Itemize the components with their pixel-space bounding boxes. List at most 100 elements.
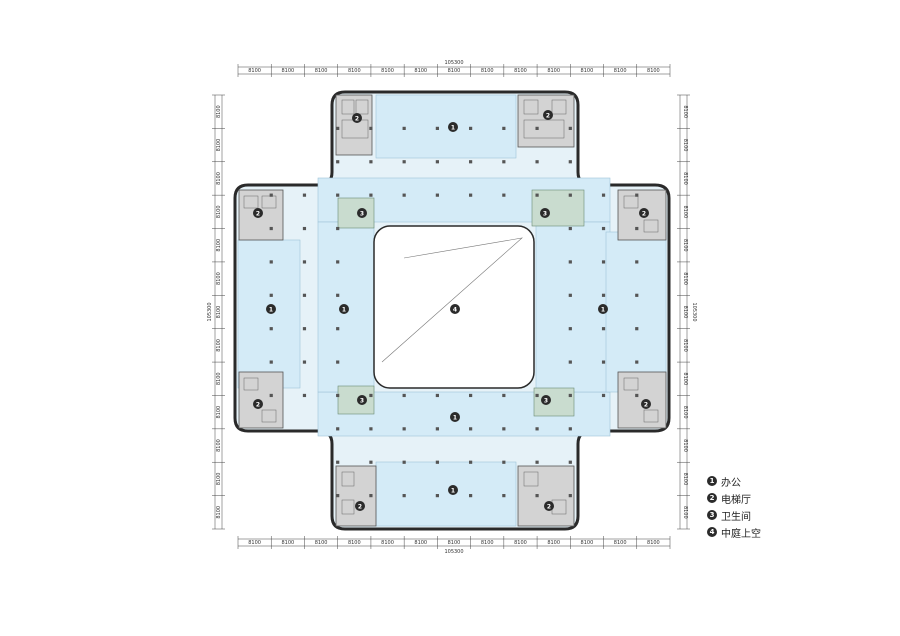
office-north <box>375 94 517 159</box>
svg-text:2: 2 <box>256 402 260 409</box>
column <box>601 360 606 364</box>
column <box>502 193 506 197</box>
atrium-bridge-line <box>381 237 523 363</box>
column <box>502 494 506 498</box>
marker-elevator: 2 <box>544 501 554 511</box>
column <box>469 126 473 130</box>
bay-dimension-label: 8100 <box>614 68 627 74</box>
column <box>568 327 572 331</box>
column <box>402 460 406 464</box>
bay-dimension-label: 8100 <box>315 68 328 74</box>
column <box>269 360 273 364</box>
column <box>535 494 539 498</box>
bay-dimension-label: 8100 <box>682 406 688 419</box>
marker-toilet: 3 <box>357 208 367 218</box>
legend-item: 1 办公 <box>707 474 761 489</box>
bay-dimension-label: 8100 <box>682 439 688 452</box>
column <box>601 260 606 264</box>
marker-toilet: 3 <box>540 208 550 218</box>
overall-dim-top: 105300 <box>444 60 463 66</box>
column <box>336 460 340 464</box>
column <box>601 327 606 331</box>
column <box>269 260 273 264</box>
column <box>601 293 606 297</box>
core-south-east <box>517 465 575 527</box>
column <box>302 360 307 364</box>
office-west <box>237 239 301 389</box>
bay-dimension-label: 8100 <box>682 105 688 118</box>
column <box>535 160 539 164</box>
column <box>435 193 439 197</box>
bay-dimension-label: 8100 <box>348 68 361 74</box>
column <box>369 193 373 197</box>
bay-dimension-label: 8100 <box>682 205 688 218</box>
column <box>369 160 373 164</box>
column <box>502 393 506 398</box>
column <box>635 260 639 264</box>
bay-dimension-label: 8100 <box>514 540 527 546</box>
bay-dimension-label: 8100 <box>414 540 427 546</box>
column <box>502 160 506 164</box>
bay-dimension-label: 8100 <box>315 540 328 546</box>
bay-dimension-label: 8100 <box>216 372 222 385</box>
column <box>568 226 572 231</box>
svg-text:2: 2 <box>644 402 648 409</box>
toilets <box>337 189 585 417</box>
svg-text:2: 2 <box>355 116 359 123</box>
column <box>269 193 273 197</box>
marker-office: 1 <box>448 485 458 495</box>
bay-dimension-label: 8100 <box>381 540 394 546</box>
column <box>336 393 340 398</box>
marker-elevator: 2 <box>253 399 263 409</box>
marker-elevator: 2 <box>641 399 651 409</box>
bay-dimension-label: 8100 <box>216 205 222 218</box>
column <box>302 260 307 264</box>
column <box>269 226 273 231</box>
svg-text:1: 1 <box>451 125 455 132</box>
svg-text:2: 2 <box>546 113 550 120</box>
bay-dimension-label: 8100 <box>216 172 222 185</box>
column <box>402 193 406 197</box>
bay-dimension-label: 8100 <box>481 68 494 74</box>
bay-dimension-label: 8100 <box>248 68 261 74</box>
column <box>535 193 539 197</box>
column <box>336 327 340 331</box>
marker-toilet: 3 <box>541 395 551 405</box>
svg-text:1: 1 <box>342 307 346 314</box>
structural-columns <box>269 126 639 498</box>
marker-toilet: 3 <box>357 395 367 405</box>
bay-dimension-label: 8100 <box>682 506 688 519</box>
column <box>568 393 572 398</box>
svg-text:1: 1 <box>453 415 457 422</box>
bay-dimension-label: 8100 <box>216 439 222 452</box>
legend-badge: 4 <box>707 527 717 537</box>
bay-dimension-label: 8100 <box>448 540 461 546</box>
svg-text:3: 3 <box>360 398 364 405</box>
legend-badge: 1 <box>707 476 717 486</box>
column <box>568 260 572 264</box>
bay-dimension-label: 8100 <box>614 540 627 546</box>
svg-text:3: 3 <box>544 398 548 405</box>
marker-office: 1 <box>598 304 608 314</box>
column <box>336 126 340 130</box>
svg-text:1: 1 <box>601 307 605 314</box>
marker-elevator: 2 <box>543 110 553 120</box>
bay-dimension-label: 8100 <box>216 306 222 319</box>
toilet-south-east <box>533 387 575 417</box>
column <box>336 193 340 197</box>
svg-text:3: 3 <box>543 211 547 218</box>
bay-dimension-label: 8100 <box>581 540 594 546</box>
column <box>435 160 439 164</box>
bay-dimension-label: 8100 <box>448 68 461 74</box>
bay-dimension-label: 8100 <box>381 68 394 74</box>
column <box>469 160 473 164</box>
column <box>435 427 439 431</box>
bay-dimension-label: 8100 <box>682 339 688 352</box>
marker-office: 1 <box>266 304 276 314</box>
column <box>402 126 406 130</box>
column <box>535 427 539 431</box>
svg-text:2: 2 <box>358 504 362 511</box>
overall-dim-left: 105300 <box>207 302 213 321</box>
bay-dimension-label: 8100 <box>581 68 594 74</box>
column <box>435 460 439 464</box>
